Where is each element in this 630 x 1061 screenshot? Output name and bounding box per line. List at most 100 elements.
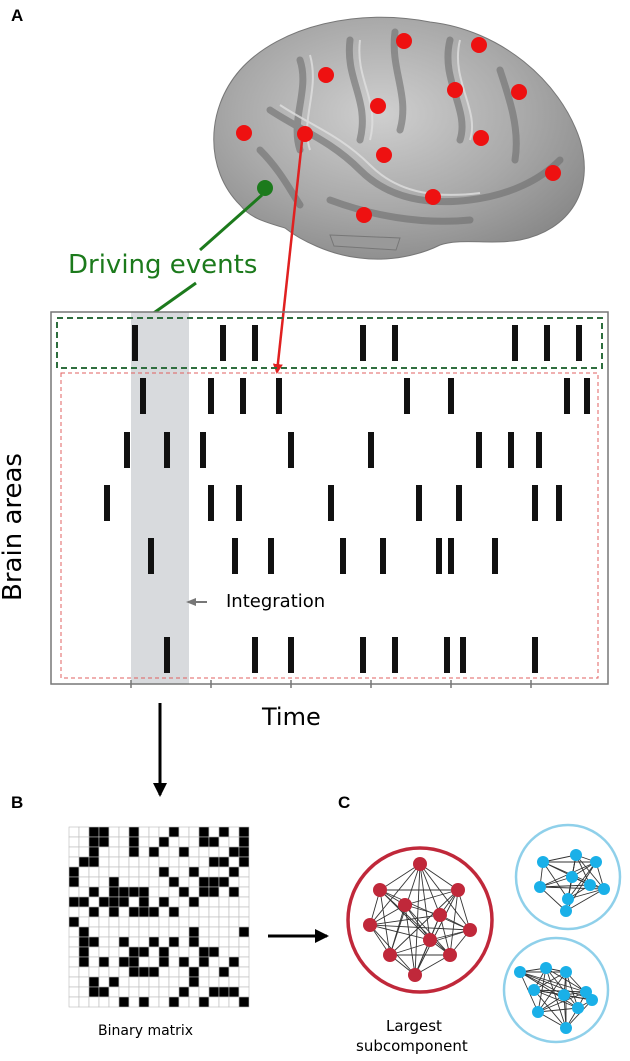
matrix-cell: [198, 836, 210, 848]
spike-mark: [512, 325, 518, 361]
matrix-cell: [128, 966, 140, 978]
spike-mark: [476, 432, 482, 468]
matrix-cell: [168, 976, 180, 988]
matrix-cell: [78, 846, 90, 858]
matrix-cell: [128, 886, 140, 898]
matrix-cell: [168, 866, 180, 878]
matrix-cell: [218, 886, 230, 898]
matrix-cell: [198, 896, 210, 908]
matrix-cell: [98, 936, 110, 948]
spike-mark: [236, 485, 242, 521]
matrix-cell: [148, 976, 160, 988]
matrix-cell: [218, 996, 230, 1008]
spike-mark: [328, 485, 334, 521]
cluster-edge: [537, 971, 567, 1013]
matrix-cell: [218, 896, 230, 908]
small-cluster-top: [514, 823, 622, 931]
matrix-cell: [148, 846, 160, 858]
electrode-dot: [297, 126, 313, 142]
cluster-edge: [533, 989, 579, 1009]
matrix-cell: [88, 996, 100, 1008]
electrode-dot: [370, 98, 386, 114]
matrix-cell: [168, 986, 180, 998]
cluster-node: [560, 966, 572, 978]
matrix-cell: [118, 996, 130, 1008]
cluster-edge: [404, 904, 416, 976]
matrix-cell: [188, 876, 200, 888]
matrix-cell: [188, 946, 200, 958]
matrix-cell: [228, 996, 240, 1008]
cluster-edge: [419, 863, 431, 941]
cluster-node: [566, 871, 578, 883]
matrix-cell: [168, 826, 180, 838]
matrix-cell: [158, 916, 170, 928]
matrix-cell: [68, 996, 80, 1008]
matrix-cell: [198, 916, 210, 928]
matrix-cell: [178, 986, 190, 998]
matrix-cell: [88, 866, 100, 878]
matrix-cell: [98, 876, 110, 888]
matrix-cell: [188, 896, 200, 908]
matrix-cell: [78, 986, 90, 998]
matrix-cell: [228, 956, 240, 968]
raster-plot: [50, 311, 609, 688]
matrix-cell: [68, 826, 80, 838]
matrix-cell: [228, 886, 240, 898]
driving-events-label: Driving events: [68, 250, 258, 280]
cluster-node: [463, 923, 477, 937]
matrix-cell: [98, 896, 110, 908]
matrix-cell: [168, 996, 180, 1008]
cluster-edge: [565, 888, 605, 912]
matrix-cell: [238, 836, 250, 848]
matrix-cell: [128, 936, 140, 948]
cluster-node: [398, 898, 412, 912]
spike-mark: [532, 485, 538, 521]
matrix-cell: [178, 856, 190, 868]
spike-mark: [276, 378, 282, 414]
matrix-cell: [178, 946, 190, 958]
cluster-edge: [419, 863, 441, 916]
cluster-edge: [519, 971, 587, 993]
matrix-cell: [118, 856, 130, 868]
matrix-cell: [78, 966, 90, 978]
cluster-edge: [419, 863, 471, 931]
matrix-cell: [128, 956, 140, 968]
matrix-cell: [168, 836, 180, 848]
spike-mark: [404, 378, 410, 414]
cluster-edge: [389, 889, 459, 956]
matrix-cell: [148, 936, 160, 948]
matrix-cell: [158, 896, 170, 908]
matrix-cell: [158, 986, 170, 998]
cluster-edge: [379, 889, 431, 941]
matrix-cell: [68, 916, 80, 928]
matrix-cell: [108, 946, 120, 958]
matrix-cell: [118, 886, 130, 898]
matrix-cell: [128, 856, 140, 868]
spike-mark: [252, 637, 258, 673]
matrix-cell: [238, 856, 250, 868]
matrix-cell: [158, 936, 170, 948]
matrix-cell: [128, 866, 140, 878]
matrix-cell: [108, 996, 120, 1008]
spike-mark: [380, 538, 386, 574]
matrix-cell: [108, 976, 120, 988]
matrix-cell: [208, 876, 220, 888]
matrix-cell: [148, 946, 160, 958]
cluster-edge: [519, 971, 579, 1009]
matrix-cell: [218, 866, 230, 878]
cluster-node: [572, 1002, 584, 1014]
matrix-cell: [118, 966, 130, 978]
cluster-edge: [369, 924, 431, 941]
matrix-cell: [78, 836, 90, 848]
electrode-markers: [236, 33, 561, 223]
matrix-cell: [128, 926, 140, 938]
matrix-cell: [228, 836, 240, 848]
brain-areas-axis-label: Brain areas: [0, 453, 28, 601]
spike-mark: [584, 378, 590, 414]
cluster-node: [598, 883, 610, 895]
matrix-cell: [68, 956, 80, 968]
matrix-cell: [118, 846, 130, 858]
cluster-node: [433, 908, 447, 922]
matrix-cell: [78, 956, 90, 968]
